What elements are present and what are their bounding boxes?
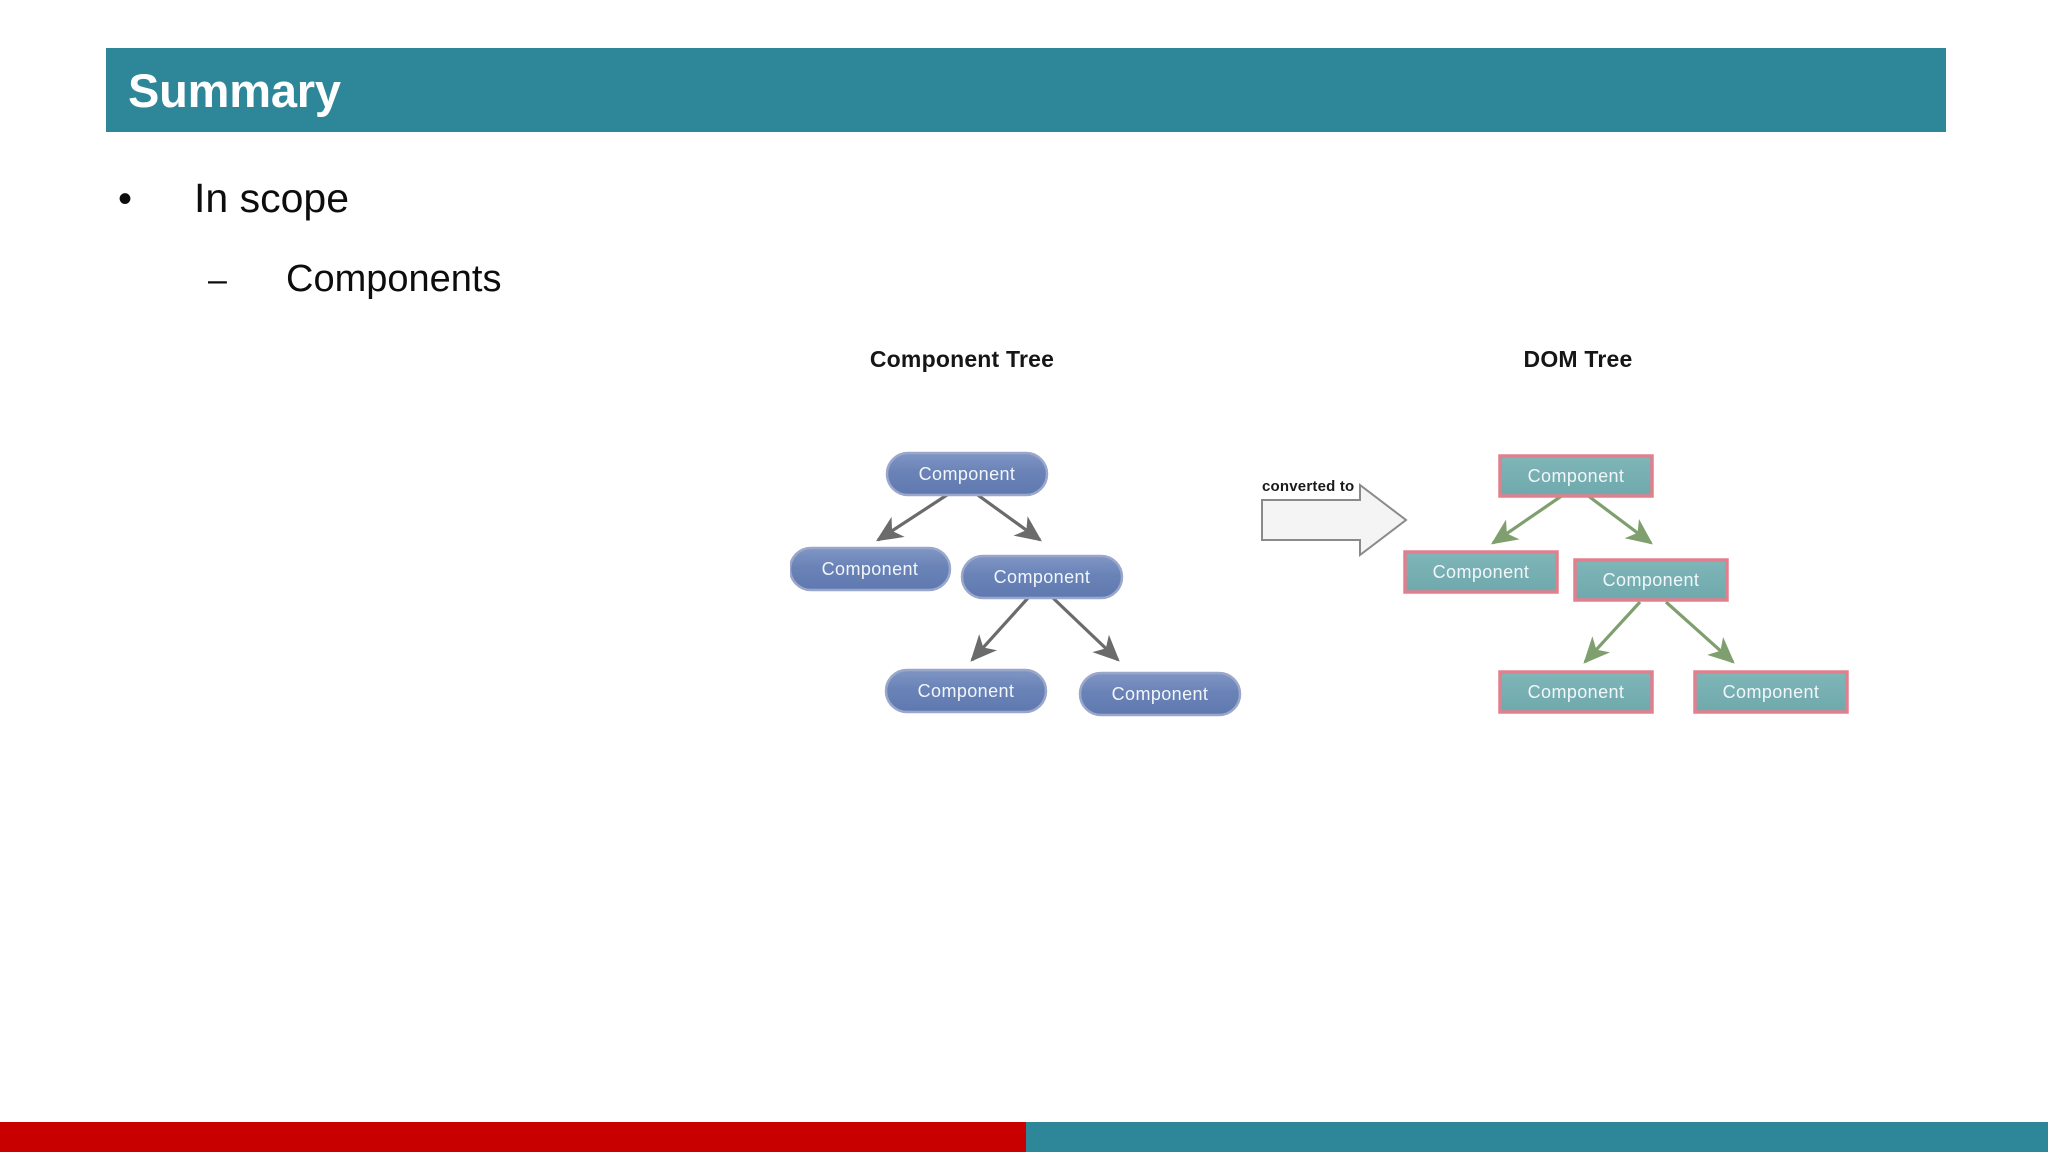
component-tree-node-root[interactable]: Component (885, 451, 1049, 497)
footer-accent-teal (1026, 1122, 2048, 1152)
dom-tree-node-grandchild1[interactable]: Component (1498, 670, 1654, 714)
bullet-level2: – Components (208, 260, 501, 298)
slide-title-band: Summary (106, 48, 1946, 132)
page-title: Summary (128, 63, 341, 117)
dom-tree-group: DOM Tree Component Component (1403, 346, 1849, 714)
bullet-marker-dot-icon: • (118, 177, 133, 221)
component-dom-tree-diagram: Component Tree Component Component (790, 340, 1920, 820)
dom-tree-node-root[interactable]: Component (1498, 454, 1654, 498)
edge-root-to-child2 (1586, 493, 1653, 545)
edge-child2-to-gchild2 (1664, 600, 1735, 664)
node-shape (1498, 454, 1654, 498)
node-shape (1403, 550, 1559, 594)
bullet-marker-dash-icon: – (208, 261, 227, 299)
converted-to-connector: converted to (1261, 478, 1408, 558)
dom-tree-title: DOM Tree (1524, 346, 1633, 372)
component-tree-edges (875, 491, 1120, 662)
converted-to-label: converted to (1262, 478, 1354, 495)
component-tree-title: Component Tree (870, 346, 1054, 372)
node-label: Component (822, 559, 919, 579)
block-arrow-right-icon (1261, 482, 1408, 558)
dom-tree-node-grandchild2[interactable]: Component (1693, 670, 1849, 714)
slide-footer-bar (0, 1122, 2048, 1152)
component-tree-node-grandchild2[interactable]: Component (1078, 671, 1242, 717)
edge-root-to-child2 (974, 491, 1042, 542)
footer-accent-red (0, 1122, 1026, 1152)
node-shape (790, 546, 952, 592)
node-label: Component (1528, 466, 1625, 486)
node-shape (1498, 670, 1654, 714)
node-label: Component (1528, 682, 1625, 702)
node-shape (1573, 558, 1729, 602)
node-label: Component (1603, 570, 1700, 590)
component-tree-node-child2[interactable]: Component (960, 554, 1124, 600)
bullet-level2-label: Components (286, 258, 502, 300)
node-label: Component (918, 681, 1015, 701)
node-shape (884, 668, 1048, 714)
edge-root-to-child1 (875, 491, 951, 542)
dom-tree-node-child2[interactable]: Component (1573, 558, 1729, 602)
node-label: Component (994, 567, 1091, 587)
node-shape (960, 554, 1124, 600)
node-label: Component (919, 464, 1016, 484)
bullet-level1-label: In scope (194, 175, 349, 221)
component-tree-group: Component Tree Component Component (790, 346, 1242, 717)
node-label: Component (1112, 684, 1209, 704)
bullet-level1: • In scope (118, 175, 349, 221)
node-label: Component (1433, 562, 1530, 582)
dom-tree-node-child1[interactable]: Component (1403, 550, 1559, 594)
edge-root-to-child1 (1491, 493, 1564, 545)
component-tree-node-grandchild1[interactable]: Component (884, 668, 1048, 714)
node-label: Component (1723, 682, 1820, 702)
node-shape (1693, 670, 1849, 714)
edge-child2-to-gchild1 (1583, 600, 1642, 664)
edge-child2-to-gchild2 (1051, 596, 1120, 662)
component-tree-node-child1[interactable]: Component (790, 546, 952, 592)
node-shape (885, 451, 1049, 497)
dom-tree-edges (1491, 493, 1735, 664)
edge-child2-to-gchild1 (970, 596, 1030, 662)
node-shape (1078, 671, 1242, 717)
